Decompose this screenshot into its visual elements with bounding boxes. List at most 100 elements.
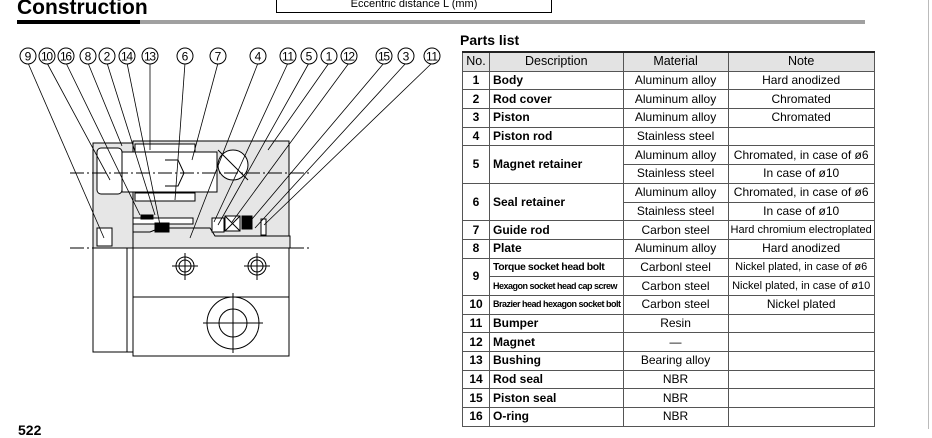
part-note bbox=[727, 313, 875, 334]
part-description: Torque socket head bolt bbox=[489, 257, 624, 278]
callout-circle bbox=[98, 47, 116, 65]
part-note: In case of ø10 bbox=[727, 201, 875, 222]
part-note: Chromated, in case of ø6 bbox=[727, 182, 875, 203]
part-description: Seal retainer bbox=[489, 182, 624, 222]
part-material: NBR bbox=[622, 388, 729, 409]
part-material: Stainless steel bbox=[622, 201, 729, 222]
part-note: Hard anodized bbox=[727, 70, 875, 91]
callout-number: 2 bbox=[104, 50, 111, 64]
part-material: — bbox=[622, 332, 729, 352]
part-material: NBR bbox=[622, 369, 729, 390]
callout-15: 15 bbox=[375, 47, 393, 65]
callout-number: 6 bbox=[182, 50, 189, 64]
part-no: 10 bbox=[462, 294, 490, 315]
col-no: No. bbox=[462, 51, 490, 72]
callout-number: 12 bbox=[343, 50, 355, 64]
part-note: Nickel plated, in case of ø6 bbox=[727, 257, 875, 278]
part-note bbox=[727, 407, 875, 427]
callout-14: 14 bbox=[118, 47, 136, 65]
part-note: Hard chromium electroplated bbox=[727, 220, 875, 240]
part-no: 8 bbox=[462, 238, 490, 259]
part-no: 6 bbox=[462, 182, 490, 222]
callout-circle bbox=[79, 47, 97, 65]
callout-circle bbox=[423, 47, 441, 65]
part-material: Aluminum alloy bbox=[622, 89, 729, 110]
callout-9: 9 bbox=[19, 47, 37, 65]
col-description: Description bbox=[489, 51, 624, 72]
callout-6: 6 bbox=[176, 47, 194, 65]
callout-circle bbox=[320, 47, 338, 65]
part-material: Aluminum alloy bbox=[622, 70, 729, 91]
section-title: Construction bbox=[17, 0, 148, 19]
eccentric-distance-label: Eccentric distance L (mm) bbox=[350, 0, 478, 10]
eccentric-distance-box: Eccentric distance L (mm) bbox=[276, 0, 552, 13]
callout-7: 7 bbox=[209, 47, 227, 65]
callout-number: 4 bbox=[255, 50, 262, 64]
part-note: Nickel plated, in case of ø10 bbox=[727, 276, 875, 296]
part-description: Magnet retainer bbox=[489, 145, 624, 184]
callout-circle bbox=[57, 47, 75, 65]
callout-circle bbox=[397, 47, 415, 65]
callout-number: 10 bbox=[41, 50, 53, 64]
part-no: 13 bbox=[462, 351, 490, 371]
callout-circle bbox=[176, 47, 194, 65]
part-material: Carbon steel bbox=[622, 276, 729, 296]
part-no: 9 bbox=[462, 257, 490, 296]
part-description: O-ring bbox=[489, 407, 624, 427]
part-description: Plate bbox=[489, 238, 624, 259]
part-material: Stainless steel bbox=[622, 164, 729, 184]
callout-8: 8 bbox=[79, 47, 97, 65]
part-material: Aluminum alloy bbox=[622, 108, 729, 128]
part-no: 1 bbox=[462, 70, 490, 91]
callout-5: 5 bbox=[300, 47, 318, 65]
section-rule bbox=[140, 20, 865, 24]
part-material: Aluminum alloy bbox=[622, 182, 729, 203]
part-description: Bushing bbox=[489, 351, 624, 371]
part-note: Chromated bbox=[727, 108, 875, 128]
part-no: 11 bbox=[462, 313, 490, 334]
callout-circle bbox=[19, 47, 37, 65]
callout-circle bbox=[249, 47, 267, 65]
title-underline bbox=[17, 20, 140, 24]
part-note: Hard anodized bbox=[727, 238, 875, 259]
piston-seal bbox=[241, 215, 253, 230]
callout-10: 10 bbox=[38, 47, 56, 65]
part-description: Rod cover bbox=[489, 89, 624, 110]
callout-circle bbox=[375, 47, 393, 65]
part-material: Carbon steel bbox=[622, 294, 729, 315]
callout-number: 15 bbox=[378, 50, 390, 64]
callout-11: 11 bbox=[423, 47, 441, 65]
part-description: Brazier head hexagon socket bolt bbox=[489, 294, 624, 315]
part-description: Piston seal bbox=[489, 388, 624, 409]
callout-circle bbox=[300, 47, 318, 65]
part-note: Nickel plated bbox=[727, 294, 875, 315]
callout-number: 14 bbox=[121, 50, 133, 64]
part-no: 3 bbox=[462, 108, 490, 128]
part-description: Piston rod bbox=[489, 126, 624, 147]
callout-number: 13 bbox=[144, 50, 156, 64]
part-description: Body bbox=[489, 70, 624, 91]
callout-2: 2 bbox=[98, 47, 116, 65]
callout-circle bbox=[118, 47, 136, 65]
part-note bbox=[727, 351, 875, 371]
rod-seal bbox=[154, 222, 170, 233]
callout-number: 16 bbox=[60, 50, 72, 64]
callout-number: 3 bbox=[403, 50, 410, 64]
part-material: Resin bbox=[622, 313, 729, 334]
callout-3: 3 bbox=[397, 47, 415, 65]
callout-12: 12 bbox=[340, 47, 358, 65]
part-material: NBR bbox=[622, 407, 729, 427]
